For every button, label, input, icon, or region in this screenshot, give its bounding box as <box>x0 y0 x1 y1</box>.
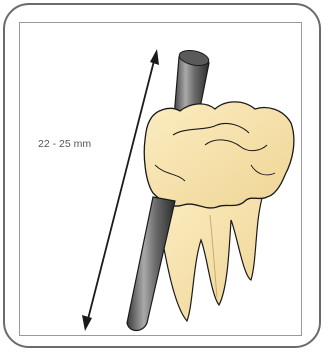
figure-card: 22 - 25 mm <box>3 3 321 348</box>
length-label: 22 - 25 mm <box>38 138 91 150</box>
tooth-post-diagram <box>5 5 321 348</box>
